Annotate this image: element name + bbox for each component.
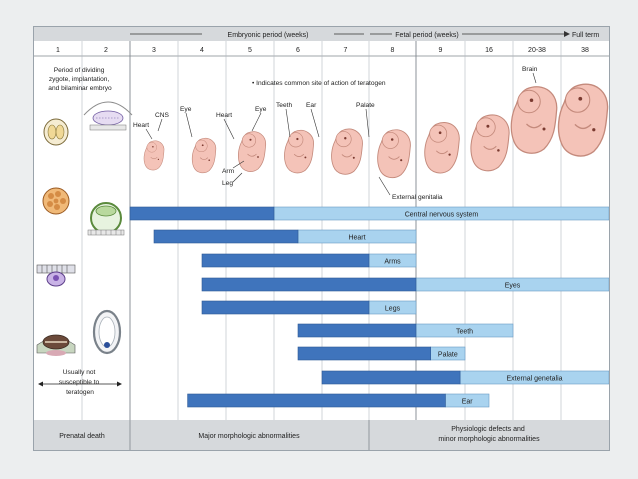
label-leader-lines (145, 72, 537, 196)
bar-critical-period (187, 393, 446, 408)
embryonic-period-label: Embryonic period (weeks) (228, 32, 309, 39)
bar-label: Arms (384, 259, 401, 266)
week-label: 2 (104, 47, 108, 54)
embryo-figure (143, 140, 165, 171)
bar-critical-period (129, 206, 275, 221)
label-cns: CNS (155, 112, 170, 119)
period-note: Period of dividing zygote, implantation,… (48, 67, 112, 92)
full-term-label: Full term (572, 32, 599, 39)
week-label: 6 (296, 47, 300, 54)
week-label: 4 (200, 47, 204, 54)
footer-major-abnormalities: Major morphologic abnormalities (198, 433, 300, 440)
blastocyst-implanting-icon (36, 264, 76, 287)
embryo-figure (284, 130, 314, 174)
bar-label: External genetalia (507, 376, 563, 383)
embryo-figure (237, 131, 266, 172)
label-teeth: Teeth (276, 102, 292, 109)
label-eye-w5: Eye (255, 106, 267, 113)
bar-critical-period (201, 277, 417, 292)
week-label: 1 (56, 47, 60, 54)
embryo-figure (510, 86, 558, 154)
bar-critical-period (201, 300, 370, 315)
footer-physiologic-defects: Physiologic defects and minor morphologi… (438, 426, 540, 443)
footer-prenatal-death: Prenatal death (59, 433, 105, 440)
footer-strip (34, 420, 609, 450)
bar-critical-period (297, 346, 431, 361)
bar-critical-period (321, 370, 461, 385)
bar-critical-period (297, 323, 417, 338)
embryo-figure (557, 83, 609, 157)
label-palate: Palate (356, 102, 375, 109)
bar-label: Ear (462, 399, 474, 406)
label-external-genitalia: External genitalia (392, 194, 443, 201)
week-label: 38 (581, 47, 589, 54)
embryo-sac-icon (92, 309, 122, 355)
label-heart-w3: Heart (133, 122, 149, 129)
week-label: 16 (485, 47, 493, 54)
header-strip (34, 27, 609, 41)
week-label: 20-38 (528, 47, 546, 54)
label-leg: Leg (222, 180, 233, 187)
bilaminar-disc-icon (87, 202, 125, 236)
week-label: 5 (248, 47, 252, 54)
bar-label: Teeth (456, 329, 473, 336)
implanted-embryo-icon (36, 334, 76, 356)
label-eye-w4: Eye (180, 106, 192, 113)
bar-label: Heart (348, 235, 365, 242)
embryo-figure (377, 129, 411, 179)
embryo-figure (470, 114, 510, 172)
week-label: 7 (344, 47, 348, 54)
bar-label: Legs (385, 306, 401, 313)
embryo-figure (331, 128, 363, 175)
not-susceptible-note: Usually not susceptible to teratogen (59, 369, 101, 396)
week-label: 9 (439, 47, 443, 54)
zygote-icon (43, 118, 69, 146)
label-heart-w4: Heart (216, 112, 232, 119)
week-label: 3 (152, 47, 156, 54)
embryo-figure (424, 122, 460, 174)
embryo-figure (191, 137, 217, 174)
week-label: 8 (391, 47, 395, 54)
bar-critical-period (201, 253, 370, 268)
bar-label: Eyes (505, 283, 521, 290)
blastocyst-uterus-icon (83, 101, 133, 131)
label-brain: Brain (522, 66, 538, 73)
bar-critical-period (153, 229, 299, 244)
teratogen-sensitivity-diagram: Embryonic period (weeks) Fetal period (w… (33, 26, 610, 451)
teratogen-site-note: • Indicates common site of action of ter… (252, 80, 386, 87)
morula-icon (42, 187, 70, 215)
fetal-period-label: Fetal period (weeks) (395, 32, 458, 39)
bar-label: Central nervous system (405, 212, 479, 219)
label-ear: Ear (306, 102, 317, 109)
bar-label: Palate (438, 352, 458, 359)
label-arm: Arm (222, 168, 235, 175)
